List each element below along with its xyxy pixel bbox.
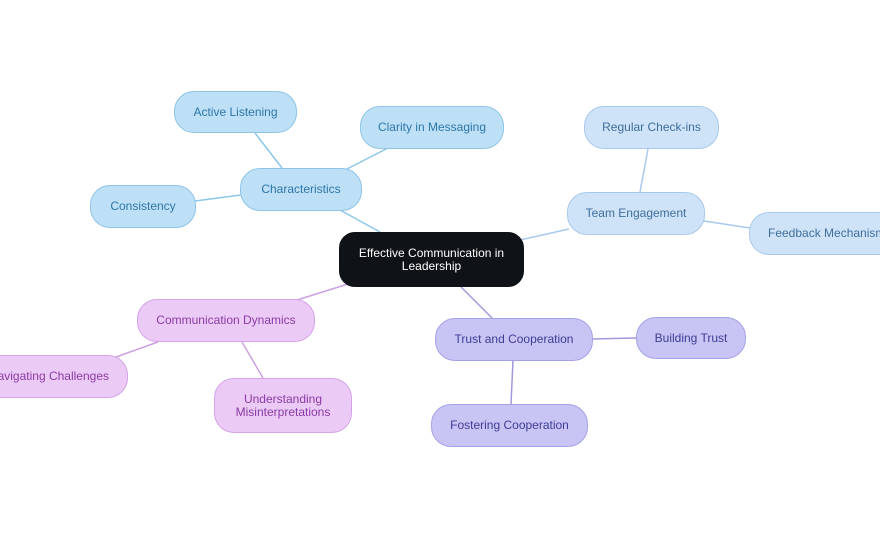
node-building-trust[interactable]: Building Trust [636,317,746,359]
node-active-listening[interactable]: Active Listening [174,91,297,133]
node-trust-and-cooperation[interactable]: Trust and Cooperation [435,318,593,361]
active-listening-label: Active Listening [193,104,278,119]
building-trust-label: Building Trust [654,330,728,345]
link-root-team-engagement [519,228,570,241]
node-fostering-cooperation[interactable]: Fostering Cooperation [431,404,588,447]
node-clarity-in-messaging[interactable]: Clarity in Messaging [360,106,504,149]
link-characteristics-active-listening [254,132,283,169]
root-label: Effective Communication in Leadership [358,245,505,273]
link-root-trust [460,286,493,319]
feedback-label: Feedback Mechanisms [768,226,880,240]
link-trust-fostering [510,359,514,405]
fostering-label: Fostering Cooperation [450,418,569,432]
node-team-engagement[interactable]: Team Engagement [567,192,705,235]
link-team-engagement-feedback [703,220,751,229]
node-consistency[interactable]: Consistency [90,185,196,228]
link-characteristics-consistency [194,194,242,202]
trust-label: Trust and Cooperation [454,332,574,346]
link-trust-building [591,337,638,340]
node-regular-check-ins[interactable]: Regular Check-ins [584,106,719,149]
node-navigating-challenges[interactable]: Navigating Challenges [0,355,128,398]
navigating-label: Navigating Challenges [0,369,109,383]
clarity-label: Clarity in Messaging [377,120,487,134]
characteristics-label: Characteristics [261,182,341,196]
team-engagement-label: Team Engagement [585,206,687,220]
node-feedback-mechanisms[interactable]: Feedback Mechanisms [749,212,880,255]
consistency-label: Consistency [110,199,176,213]
regular-checkins-label: Regular Check-ins [602,120,701,134]
link-characteristics-clarity [344,147,389,171]
understanding-label: Understanding Misinterpretations [235,391,331,419]
node-communication-dynamics[interactable]: Communication Dynamics [137,299,315,342]
link-dynamics-navigating [115,341,159,358]
node-characteristics[interactable]: Characteristics [240,168,362,211]
dynamics-label: Communication Dynamics [156,313,296,327]
link-root-dynamics [296,283,349,301]
root-node[interactable]: Effective Communication in Leadership [339,232,524,287]
link-root-characteristics [339,209,381,233]
node-understanding-misinterpretations[interactable]: Understanding Misinterpretations [214,378,352,433]
link-dynamics-understanding [241,341,264,379]
link-team-engagement-checkins [639,148,649,193]
